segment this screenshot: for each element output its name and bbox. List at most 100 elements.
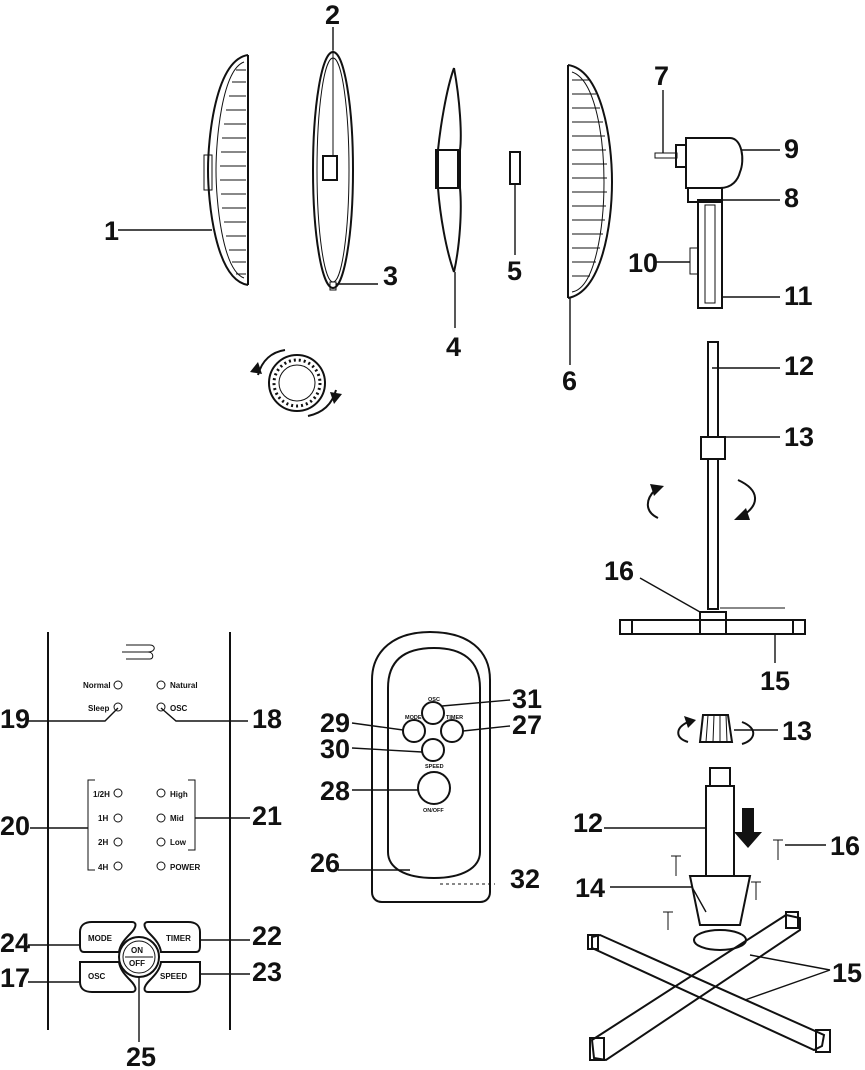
callout-16-top: 16 [604,556,634,586]
led-power [156,861,166,871]
top-leader-lines [118,27,780,365]
remote-mode-label: MODE [405,715,422,721]
callout-32: 32 [510,864,540,894]
led-mid [156,813,166,823]
remote-speed-button[interactable] [421,738,445,762]
label-natural: Natural [170,681,198,690]
label-normal: Normal [83,681,111,690]
leader-15-bottom [744,954,831,1001]
callout-31: 31 [512,684,542,714]
osc-button-label: OSC [88,972,106,981]
motor-head [654,137,744,309]
callout-3: 3 [383,261,398,291]
rear-grille [567,64,614,299]
remote-timer-label: TIMER [446,715,463,721]
remote-timer-button[interactable] [440,719,464,743]
callout-8: 8 [784,183,799,213]
mounting-plate [312,50,354,291]
callout-7: 7 [654,61,669,91]
remote-control: OSC MODE TIMER SPEED ON/OFF [371,630,495,903]
front-grille [203,54,249,286]
callout-19: 19 [0,704,30,734]
callout-6: 6 [562,366,577,396]
label-mid: Mid [170,814,184,823]
led-natural [156,680,166,690]
label-osc: OSC [170,704,188,713]
callout-10: 10 [628,248,658,278]
timer-button[interactable] [143,921,201,953]
power-off-label: OFF [129,959,145,968]
callout-11: 11 [784,281,813,311]
led-4h [113,861,123,871]
callout-17: 17 [0,963,30,993]
callout-21: 21 [252,801,282,831]
label-sleep: Sleep [88,704,109,713]
panel-buttons: MODE TIMER OSC SPEED ON OFF [79,921,201,993]
callout-12-bottom: 12 [573,808,603,838]
base-assembly [587,714,831,1062]
label-low: Low [170,838,187,847]
callout-13-bottom: 13 [782,716,812,746]
remote-osc-button[interactable] [421,701,445,725]
callout-30: 30 [320,734,350,764]
led-2h [113,837,123,847]
callout-14: 14 [575,873,605,903]
led-1h [113,813,123,823]
mode-indicators: Normal Natural Sleep OSC [83,680,198,713]
callout-25: 25 [126,1042,156,1070]
callout-15-top: 15 [760,666,790,696]
callout-2: 2 [325,0,340,30]
fan-blade [435,67,462,273]
callout-15-bottom: 15 [832,958,862,988]
label-4h: 4H [98,863,108,872]
speed-button[interactable] [143,961,201,993]
led-sleep [113,702,123,712]
callout-24: 24 [0,928,30,958]
callout-18: 18 [252,704,282,734]
label-1h: 1H [98,814,108,823]
callout-4: 4 [446,332,461,362]
mode-button[interactable] [79,921,137,953]
led-high [156,788,166,798]
callout-22: 22 [252,921,282,951]
label-power: POWER [170,863,200,872]
label-high: High [170,790,188,799]
callout-23: 23 [252,957,282,987]
callout-20: 20 [0,811,30,841]
led-normal [113,680,123,690]
led-osc [156,702,166,712]
mode-button-label: MODE [88,934,113,943]
power-on-label: ON [131,946,143,955]
callout-29: 29 [320,708,350,738]
remote-power-button[interactable] [417,771,451,805]
spinner-cap [509,151,521,185]
callout-27: 27 [512,710,542,740]
label-half-hour: 1/2H [93,790,110,799]
remote-leader-lines [338,699,511,871]
callout-5: 5 [507,256,522,286]
assembled-stand [619,341,806,635]
leader-16-top [639,577,701,613]
callout-16-bottom: 16 [830,831,860,861]
callout-9: 9 [784,134,799,164]
callout-1: 1 [104,216,119,246]
timer-button-label: TIMER [166,934,191,943]
remote-speed-label: SPEED [425,764,444,770]
remote-onoff-label: ON/OFF [423,808,444,814]
remote-osc-label: OSC [428,697,440,703]
callout-28: 28 [320,776,350,806]
blade-rotation-ring [250,349,342,417]
timer-speed-indicators: 1/2H 1H 2H 4H High Mid Low POWER [87,779,200,872]
led-low [156,837,166,847]
panel-leader-lines [28,707,250,1042]
remote-mode-button[interactable] [402,719,426,743]
led-half-hour [113,788,123,798]
speed-button-label: SPEED [160,972,187,981]
osc-button[interactable] [79,961,137,993]
label-2h: 2H [98,838,108,847]
leader-14 [610,886,707,913]
callout-26: 26 [310,848,340,878]
control-panel: Normal Natural Sleep OSC 1/2H 1H 2H 4H H… [47,632,231,1030]
